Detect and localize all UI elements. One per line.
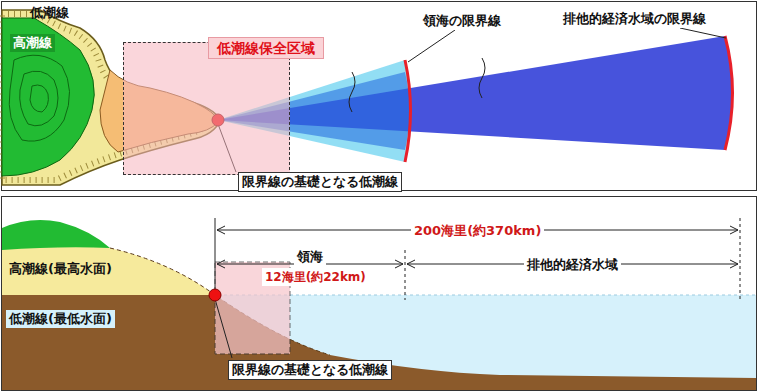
low-water-label: 低潮線(最低水面) (6, 310, 115, 328)
contour (20, 71, 58, 126)
baseline-label: 限界線の基礎となる低潮線 (238, 172, 402, 192)
hill (2, 220, 110, 250)
leader-line (408, 30, 455, 62)
leader-line (680, 28, 726, 38)
eez-label: 排他的経済水域 (524, 256, 621, 274)
high-tide-label: 高潮線 (10, 34, 55, 52)
panel-frame (2, 197, 757, 391)
high-water-label: 高潮線(最高水面) (6, 260, 115, 278)
territorial-limit-line (405, 60, 411, 162)
contour (30, 85, 48, 112)
panel-frame (2, 2, 757, 191)
eez-limit-line (725, 36, 733, 150)
seabed (2, 295, 756, 390)
dimension-guide (215, 218, 216, 292)
low-tide-label: 低潮線 (30, 5, 69, 21)
eez-limit-label: 排他的経済水域の限界線 (560, 10, 709, 28)
dimension-label: 12海里(約22km) (262, 268, 369, 286)
contour (9, 55, 69, 141)
break-mark (479, 58, 485, 98)
territorial-limit-label: 領海の限界線 (420, 12, 504, 30)
territorial-sea-label: 領海 (294, 248, 326, 266)
baseline-point (209, 289, 221, 301)
break-mark (349, 72, 355, 112)
baseline-label: 限界線の基礎となる低潮線 (228, 360, 392, 380)
preservation-zone: 低潮線保全区域 (123, 42, 290, 175)
zone-heading: 低潮線保全区域 (208, 37, 324, 59)
high-tide-land (2, 18, 94, 176)
dimension-label: 200海里(約370km) (411, 222, 544, 240)
dimension-guide (405, 250, 406, 300)
leader-line (215, 299, 232, 358)
dimension-guide (740, 218, 741, 300)
sea-water (2, 295, 756, 390)
